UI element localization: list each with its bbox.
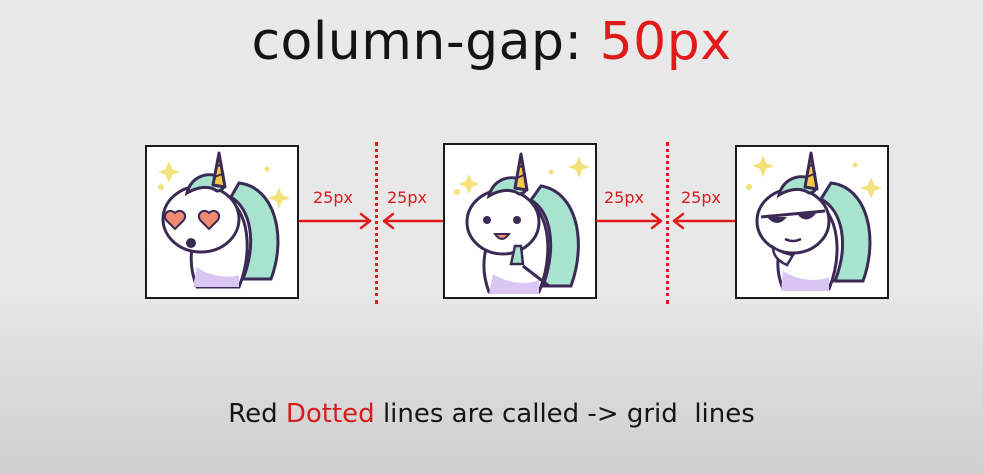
caption-highlight: Dotted: [285, 399, 375, 429]
grid-line-2: [666, 142, 669, 304]
grid-item-3: [735, 145, 889, 299]
arrow-left-2: [672, 212, 736, 230]
caption-post: lines are called -> grid lines: [374, 399, 755, 429]
title-value: 50px: [599, 12, 732, 72]
caption-pre: Red: [228, 399, 286, 429]
unicorn-sunglasses-icon: [746, 151, 882, 291]
gap-label-2: 25px: [387, 188, 427, 207]
arrow-left-1: [382, 212, 444, 230]
grid-item-2: [443, 143, 597, 299]
title-property: column-gap:: [251, 12, 600, 72]
gap-label-4: 25px: [681, 188, 721, 207]
caption: Red Dotted lines are called -> grid line…: [0, 399, 983, 429]
gap-label-3: 25px: [604, 188, 644, 207]
unicorn-heart-eyes-icon: [158, 151, 290, 289]
arrow-right-2: [595, 212, 663, 230]
grid-item-1: [145, 145, 299, 299]
slide-title: column-gap: 50px: [0, 12, 983, 72]
grid-line-1: [375, 142, 378, 304]
unicorn-pointing-icon: [454, 152, 590, 294]
gap-label-1: 25px: [313, 188, 353, 207]
arrow-right-1: [298, 212, 372, 230]
